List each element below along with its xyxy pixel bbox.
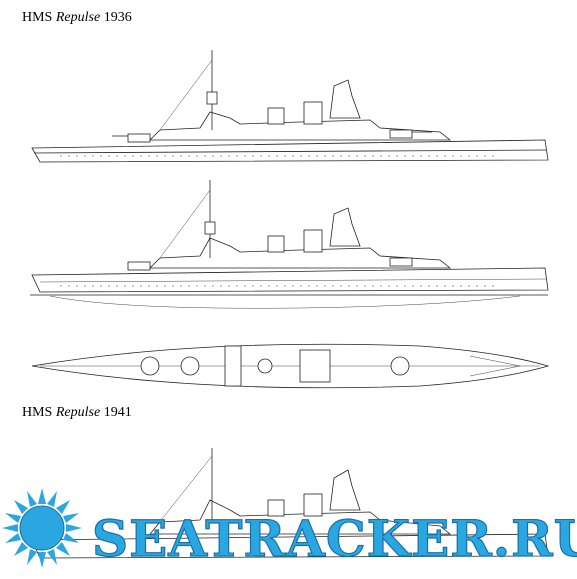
profile-1936-side-view	[31, 50, 549, 163]
title-prefix: HMS	[22, 405, 56, 420]
profile-1936-waterline-view	[30, 180, 549, 309]
plan-view-deck	[31, 343, 550, 389]
sun-logo-icon	[2, 488, 82, 568]
drawing-title-1941: HMS Repulse 1941	[22, 405, 132, 421]
title-year: 1941	[100, 405, 132, 420]
seatracker-watermark: SEATRACKER.RU	[2, 488, 577, 569]
profile-1941-side-view	[31, 448, 549, 559]
watermark-text: SEATRACKER.RU	[92, 509, 577, 568]
ship-name: Repulse	[55, 10, 101, 25]
title-prefix: HMS	[22, 10, 56, 25]
title-year: 1936	[100, 10, 132, 25]
ship-name: Repulse	[55, 405, 101, 420]
drawing-title-1936: HMS Repulse 1936	[22, 10, 132, 26]
